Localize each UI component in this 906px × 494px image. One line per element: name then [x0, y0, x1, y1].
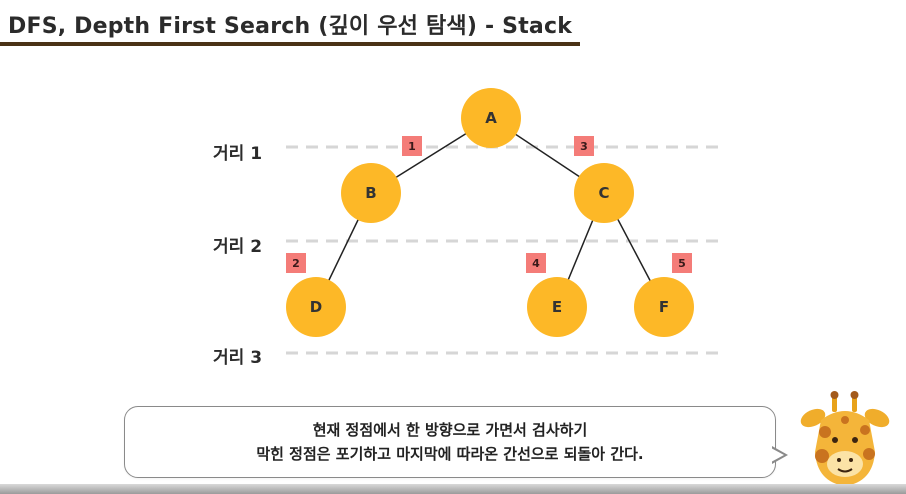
node-circle-A: [461, 88, 521, 148]
level-label-2: 거리 2: [213, 237, 263, 257]
order-badge-box-4: [526, 253, 546, 273]
node-D: D: [286, 277, 346, 337]
caption-speech-bubble: 현재 정점에서 한 방향으로 가면서 검사하기 막힌 정점은 포기하고 마지막에…: [124, 406, 776, 478]
order-badge-1: 1: [402, 136, 422, 156]
order-badge-label-4: 4: [532, 257, 540, 270]
node-circle-E: [527, 277, 587, 337]
node-label-A: A: [485, 109, 497, 127]
caption-line-2: 막힌 정점은 포기하고 마지막에 따라온 간선으로 되돌아 간다.: [256, 445, 644, 463]
node-label-E: E: [552, 298, 562, 316]
node-label-F: F: [659, 298, 669, 316]
level-label-1: 거리 1: [213, 144, 263, 164]
level-label-3: 거리 3: [213, 348, 263, 368]
order-badge-box-1: [402, 136, 422, 156]
order-badge-label-5: 5: [678, 257, 686, 270]
order-badge-2: 2: [286, 253, 306, 273]
title-underline: [0, 42, 580, 46]
node-F: F: [634, 277, 694, 337]
node-A: A: [461, 88, 521, 148]
order-badge-label-3: 3: [580, 140, 588, 153]
order-badge-box-2: [286, 253, 306, 273]
node-label-D: D: [310, 298, 322, 316]
node-circle-B: [341, 163, 401, 223]
order-badge-label-2: 2: [292, 257, 300, 270]
order-badge-5: 5: [672, 253, 692, 273]
node-circle-D: [286, 277, 346, 337]
bottom-bar: [0, 484, 906, 494]
page-title: DFS, Depth First Search (깊이 우선 탐색) - Sta…: [8, 14, 573, 39]
caption-line-1: 현재 정점에서 한 방향으로 가면서 검사하기: [312, 421, 588, 439]
order-badge-4: 4: [526, 253, 546, 273]
order-badge-3: 3: [574, 136, 594, 156]
node-circle-C: [574, 163, 634, 223]
node-E: E: [527, 277, 587, 337]
order-badge-box-3: [574, 136, 594, 156]
node-label-B: B: [365, 184, 376, 202]
order-badge-box-5: [672, 253, 692, 273]
node-C: C: [574, 163, 634, 223]
giraffe-mascot-icon: [800, 391, 890, 486]
speech-bubble-tail-fill: [771, 448, 784, 462]
node-label-C: C: [598, 184, 609, 202]
node-circle-F: [634, 277, 694, 337]
node-B: B: [341, 163, 401, 223]
order-badge-label-1: 1: [408, 140, 416, 153]
